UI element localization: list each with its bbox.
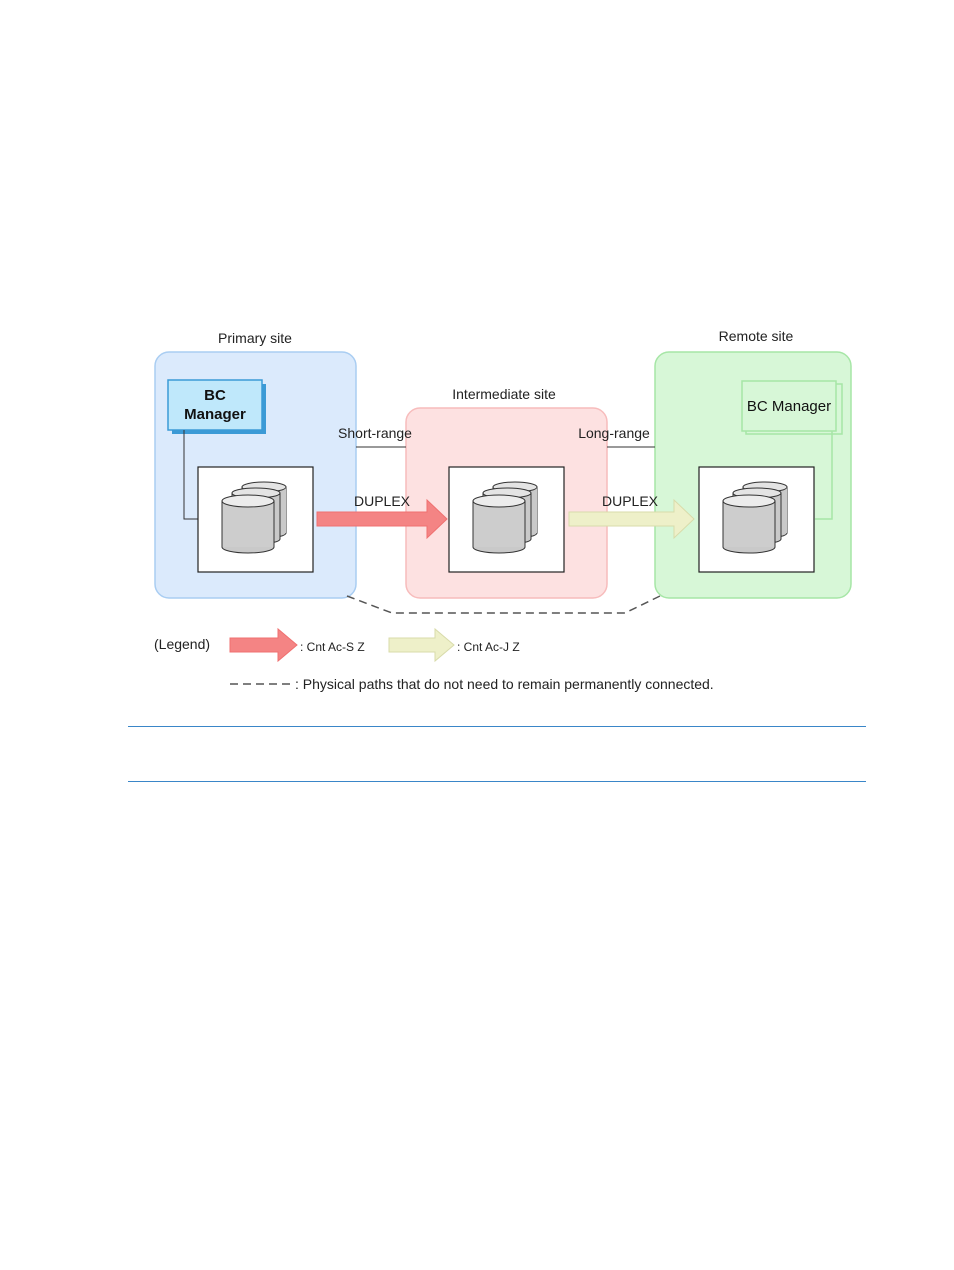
note-bottom-rule bbox=[128, 781, 866, 782]
bc-manager-primary-line1: BC bbox=[204, 387, 226, 404]
bc-manager-remote-label: BC Manager bbox=[747, 398, 831, 415]
legend-async-arrow bbox=[389, 629, 454, 661]
long-range-label: Long-range bbox=[578, 425, 650, 441]
legend-dashed-label: : Physical paths that do not need to rem… bbox=[295, 676, 714, 692]
remote-site-label: Remote site bbox=[719, 328, 794, 344]
legend-sync-label: : Cnt Ac-S Z bbox=[300, 640, 365, 654]
legend-async-label: : Cnt Ac-J Z bbox=[457, 640, 520, 654]
bc-manager-primary-line2: Manager bbox=[184, 406, 246, 423]
note-top-rule bbox=[128, 726, 866, 727]
legend-title: (Legend) bbox=[154, 636, 210, 652]
intermediate-site-label: Intermediate site bbox=[452, 386, 556, 402]
legend-sync-arrow bbox=[230, 629, 297, 661]
bc-manager-primary: BC Manager bbox=[168, 380, 266, 434]
bc-manager-remote: BC Manager bbox=[742, 381, 842, 434]
duplex-label-left: DUPLEX bbox=[354, 493, 411, 509]
primary-storage bbox=[198, 467, 313, 572]
primary-site-label: Primary site bbox=[218, 330, 292, 346]
remote-storage bbox=[699, 467, 814, 572]
short-range-label: Short-range bbox=[338, 425, 412, 441]
duplex-label-right: DUPLEX bbox=[602, 493, 659, 509]
intermediate-storage bbox=[449, 467, 564, 572]
